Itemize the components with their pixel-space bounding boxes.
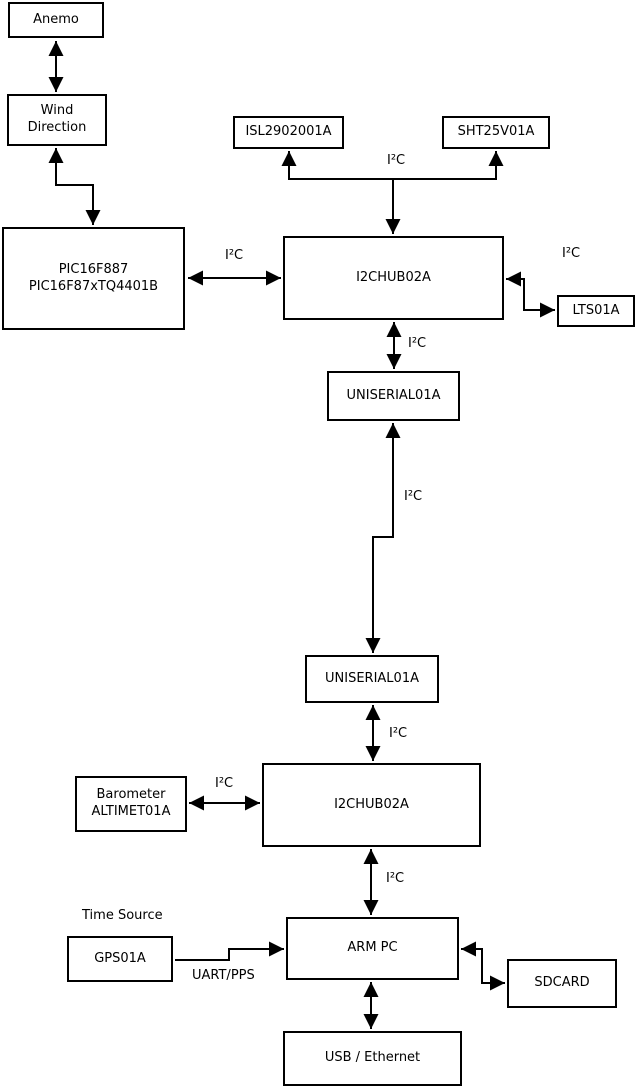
edge-hubtop-lts: [506, 271, 555, 318]
node-gps01a-label: GPS01A: [94, 950, 146, 966]
node-i2chub02a-bottom: I2CHUB02A: [262, 763, 481, 847]
label-i2c-hubbottom-armpc: I²C: [386, 871, 405, 886]
node-sht25v01a-label: SHT25V01A: [457, 124, 535, 140]
node-uniserial01a-top-label: UNISERIAL01A: [346, 387, 441, 403]
label-i2c-uniserialbottom-hubbottom: I²C: [389, 726, 408, 741]
label-i2c-isl-sht: I²C: [387, 153, 406, 168]
label-i2c-hubtop-uniserialtop: I²C: [408, 336, 427, 351]
node-arm-pc-label: ARM PC: [347, 940, 398, 956]
label-uart-pps: UART/PPS: [192, 968, 255, 983]
node-i2chub02a-bottom-label: I2CHUB02A: [334, 796, 409, 812]
label-i2c-barometer-hubbottom: I²C: [215, 776, 234, 791]
node-lts01a: LTS01A: [557, 295, 635, 327]
node-isl2902001a: ISL2902001A: [233, 116, 344, 149]
node-anemo-label: Anemo: [33, 11, 79, 27]
node-barometer-label-line2: ALTIMET01A: [91, 804, 171, 819]
node-usb-ethernet-label: USB / Ethernet: [324, 1050, 421, 1066]
node-pic16f887-label-line2: PIC16F87xTQ4401B: [28, 278, 159, 294]
node-pic16f887: PIC16F887 PIC16F87xTQ4401B: [2, 227, 185, 330]
node-arm-pc: ARM PC: [286, 917, 459, 980]
label-i2c-pic-hubtop: I²C: [225, 248, 244, 263]
node-isl2902001a-label: ISL2902001A: [245, 124, 332, 140]
node-gps01a: GPS01A: [67, 936, 173, 982]
node-sdcard-label: SDCARD: [534, 975, 590, 991]
node-wind-direction-label-line1: Wind: [40, 103, 74, 119]
node-lts01a-label: LTS01A: [572, 302, 620, 318]
node-usb-ethernet: USB / Ethernet: [283, 1031, 462, 1086]
edge-gps-armpc: [175, 941, 284, 961]
node-i2chub02a-top: I2CHUB02A: [283, 236, 504, 320]
label-i2c-uniserial-link: I²C: [404, 489, 423, 504]
node-wind-direction-label-line2: Direction: [27, 120, 87, 135]
node-i2chub02a-top-label: I2CHUB02A: [356, 269, 431, 285]
node-barometer-altimet01a: Barometer ALTIMET01A: [75, 776, 187, 832]
node-pic16f887-label-line1: PIC16F887: [58, 261, 129, 277]
node-uniserial01a-bottom: UNISERIAL01A: [305, 655, 439, 703]
node-anemo: Anemo: [8, 2, 104, 38]
label-i2c-hubtop-lts: I²C: [562, 246, 581, 261]
node-sdcard: SDCARD: [507, 959, 617, 1008]
node-wind-direction: Wind Direction: [7, 94, 107, 146]
node-barometer-label-line1: Barometer: [96, 787, 166, 803]
edge-uniserialtop-uniserialbottom: [365, 423, 401, 653]
node-uniserial01a-top: UNISERIAL01A: [327, 371, 460, 421]
node-uniserial01a-bottom-label: UNISERIAL01A: [325, 670, 419, 686]
edge-winddirection-pic: [48, 148, 101, 225]
label-time-source: Time Source: [82, 908, 163, 923]
node-sht25v01a: SHT25V01A: [442, 116, 550, 149]
edge-armpc-sdcard: [461, 941, 505, 991]
